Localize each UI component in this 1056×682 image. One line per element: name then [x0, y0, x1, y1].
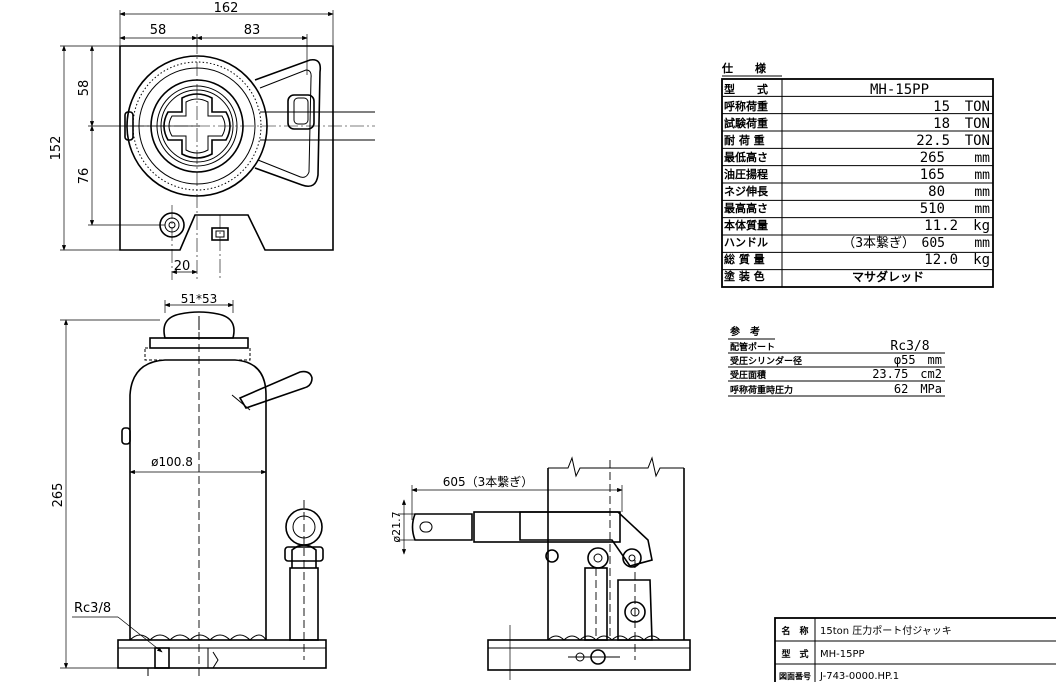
reference-value: 23.75 cm2	[872, 367, 942, 381]
front-view: 51*53 265 ø100.8	[51, 292, 327, 680]
title-label: 図面番号	[779, 671, 811, 681]
spec-label: 塗 装 色	[724, 269, 765, 283]
dim-upper: 58	[77, 80, 92, 97]
spec-unit: mm	[974, 202, 990, 217]
reference-row: 受圧シリンダー径 φ55 mm	[730, 353, 942, 367]
title-value: MH-15PP	[820, 649, 865, 660]
spec-row: ネジ伸長 80 mm	[724, 184, 990, 200]
spec-label: ハンドル	[724, 236, 768, 249]
spec-unit: mm	[974, 236, 990, 251]
spec-value: 12.0	[924, 252, 958, 268]
reference-table: 参 考 配管ポート Rc3/8 受圧シリンダー径 φ55 mm 受圧面積 23.…	[728, 325, 945, 397]
spec-value: 11.2	[924, 218, 958, 234]
spec-row: 耐 荷 重 22.5 TON	[724, 133, 990, 149]
reference-label: 受圧シリンダー径	[730, 355, 802, 367]
spec-row: 総 質 量 12.0 kg	[724, 252, 990, 268]
spec-value: マサダレッド	[852, 269, 924, 284]
title-block: 名 称 15ton 圧力ポート付ジャッキ 型 式 MH-15PP 図面番号 J-…	[774, 617, 1056, 682]
dim-saddle: 51*53	[181, 292, 218, 306]
spec-unit: kg	[973, 252, 990, 268]
spec-unit: mm	[974, 151, 990, 166]
spec-label: ネジ伸長	[724, 184, 769, 198]
spec-row: 油圧揚程 165 mm	[724, 167, 990, 183]
spec-row: 本体質量 11.2 kg	[724, 218, 990, 234]
spec-value: （3本繋ぎ） 605	[842, 235, 945, 251]
spec-unit: TON	[965, 116, 990, 132]
title-row: 名 称 15ton 圧力ポート付ジャッキ	[781, 624, 951, 637]
dim-port-offset: 20	[174, 259, 191, 274]
dim-handle-dia: ø21.7	[390, 511, 403, 542]
dim-left: 58	[150, 23, 167, 38]
reference-value: Rc3/8	[890, 339, 929, 354]
spec-value: 22.5	[916, 133, 950, 149]
dim-lower: 76	[77, 168, 92, 185]
reference-row: 配管ポート Rc3/8	[730, 339, 930, 354]
spec-unit: TON	[965, 133, 990, 149]
spec-row: 試験荷重 18 TON	[724, 116, 990, 132]
spec-label: 耐 荷 重	[724, 133, 765, 147]
dim-right: 83	[244, 23, 261, 38]
spec-label: 総 質 量	[724, 252, 765, 266]
spec-unit: kg	[973, 218, 990, 234]
dim-height: 152	[49, 136, 64, 161]
title-label: 型 式	[781, 648, 808, 660]
reference-label: 配管ポート	[730, 341, 775, 353]
reference-value: 62 MPa	[894, 382, 942, 396]
dim-port: Rc3/8	[74, 601, 111, 616]
spec-row: 呼称荷重 15 TON	[724, 99, 990, 115]
title-row: 図面番号 J-743-0000.HP.1	[779, 671, 899, 682]
spec-value: 265	[920, 150, 945, 166]
spec-unit: TON	[965, 99, 990, 115]
title-value: 15ton 圧力ポート付ジャッキ	[820, 624, 952, 637]
dim-front-height: 265	[51, 483, 66, 508]
reference-label: 呼称荷重時圧力	[730, 384, 793, 396]
spec-value: 165	[920, 167, 945, 183]
reference-row: 呼称荷重時圧力 62 MPa	[730, 382, 942, 396]
spec-value: MH-15PP	[870, 82, 929, 98]
spec-label: 型 式	[724, 82, 768, 96]
spec-label: 本体質量	[724, 218, 768, 232]
spec-value: 18	[933, 116, 950, 132]
dim-body-dia: ø100.8	[151, 455, 193, 469]
spec-row: 型 式 MH-15PP	[724, 82, 929, 98]
reference-label: 受圧面積	[730, 369, 767, 381]
spec-unit: mm	[974, 185, 990, 200]
reference-header: 参 考	[730, 325, 760, 338]
spec-row: ハンドル （3本繋ぎ） 605 mm	[724, 235, 990, 251]
spec-label: 呼称荷重	[724, 99, 768, 113]
spec-row: 塗 装 色 マサダレッド	[724, 269, 924, 284]
top-view: 162 58 83 152 58 76 20	[49, 1, 375, 280]
title-label: 名 称	[781, 625, 808, 637]
spec-row: 最高高さ 510 mm	[724, 201, 990, 217]
spec-row: 最低高さ 265 mm	[724, 150, 990, 166]
dim-handle: 605（3本繋ぎ）	[443, 474, 534, 489]
spec-header: 仕 様	[721, 61, 767, 75]
title-value: J-743-0000.HP.1	[819, 671, 899, 682]
side-view: 605（3本繋ぎ） ø21.7	[390, 456, 691, 680]
spec-label: 油圧揚程	[724, 167, 768, 181]
dim-width: 162	[214, 1, 239, 16]
reference-row: 受圧面積 23.75 cm2	[730, 367, 942, 381]
spec-label: 試験荷重	[724, 116, 768, 130]
spec-value: 15	[933, 99, 950, 115]
title-row: 型 式 MH-15PP	[781, 648, 864, 660]
spec-label: 最低高さ	[724, 150, 768, 164]
spec-table: 仕 様 型 式 MH-15PP 呼称荷重 15 TON 試験荷重 18 TON …	[721, 61, 994, 288]
spec-label: 最高高さ	[724, 201, 768, 215]
spec-value: 510	[920, 201, 945, 217]
spec-unit: mm	[974, 168, 990, 183]
reference-value: φ55 mm	[894, 353, 942, 367]
spec-value: 80	[928, 184, 945, 200]
